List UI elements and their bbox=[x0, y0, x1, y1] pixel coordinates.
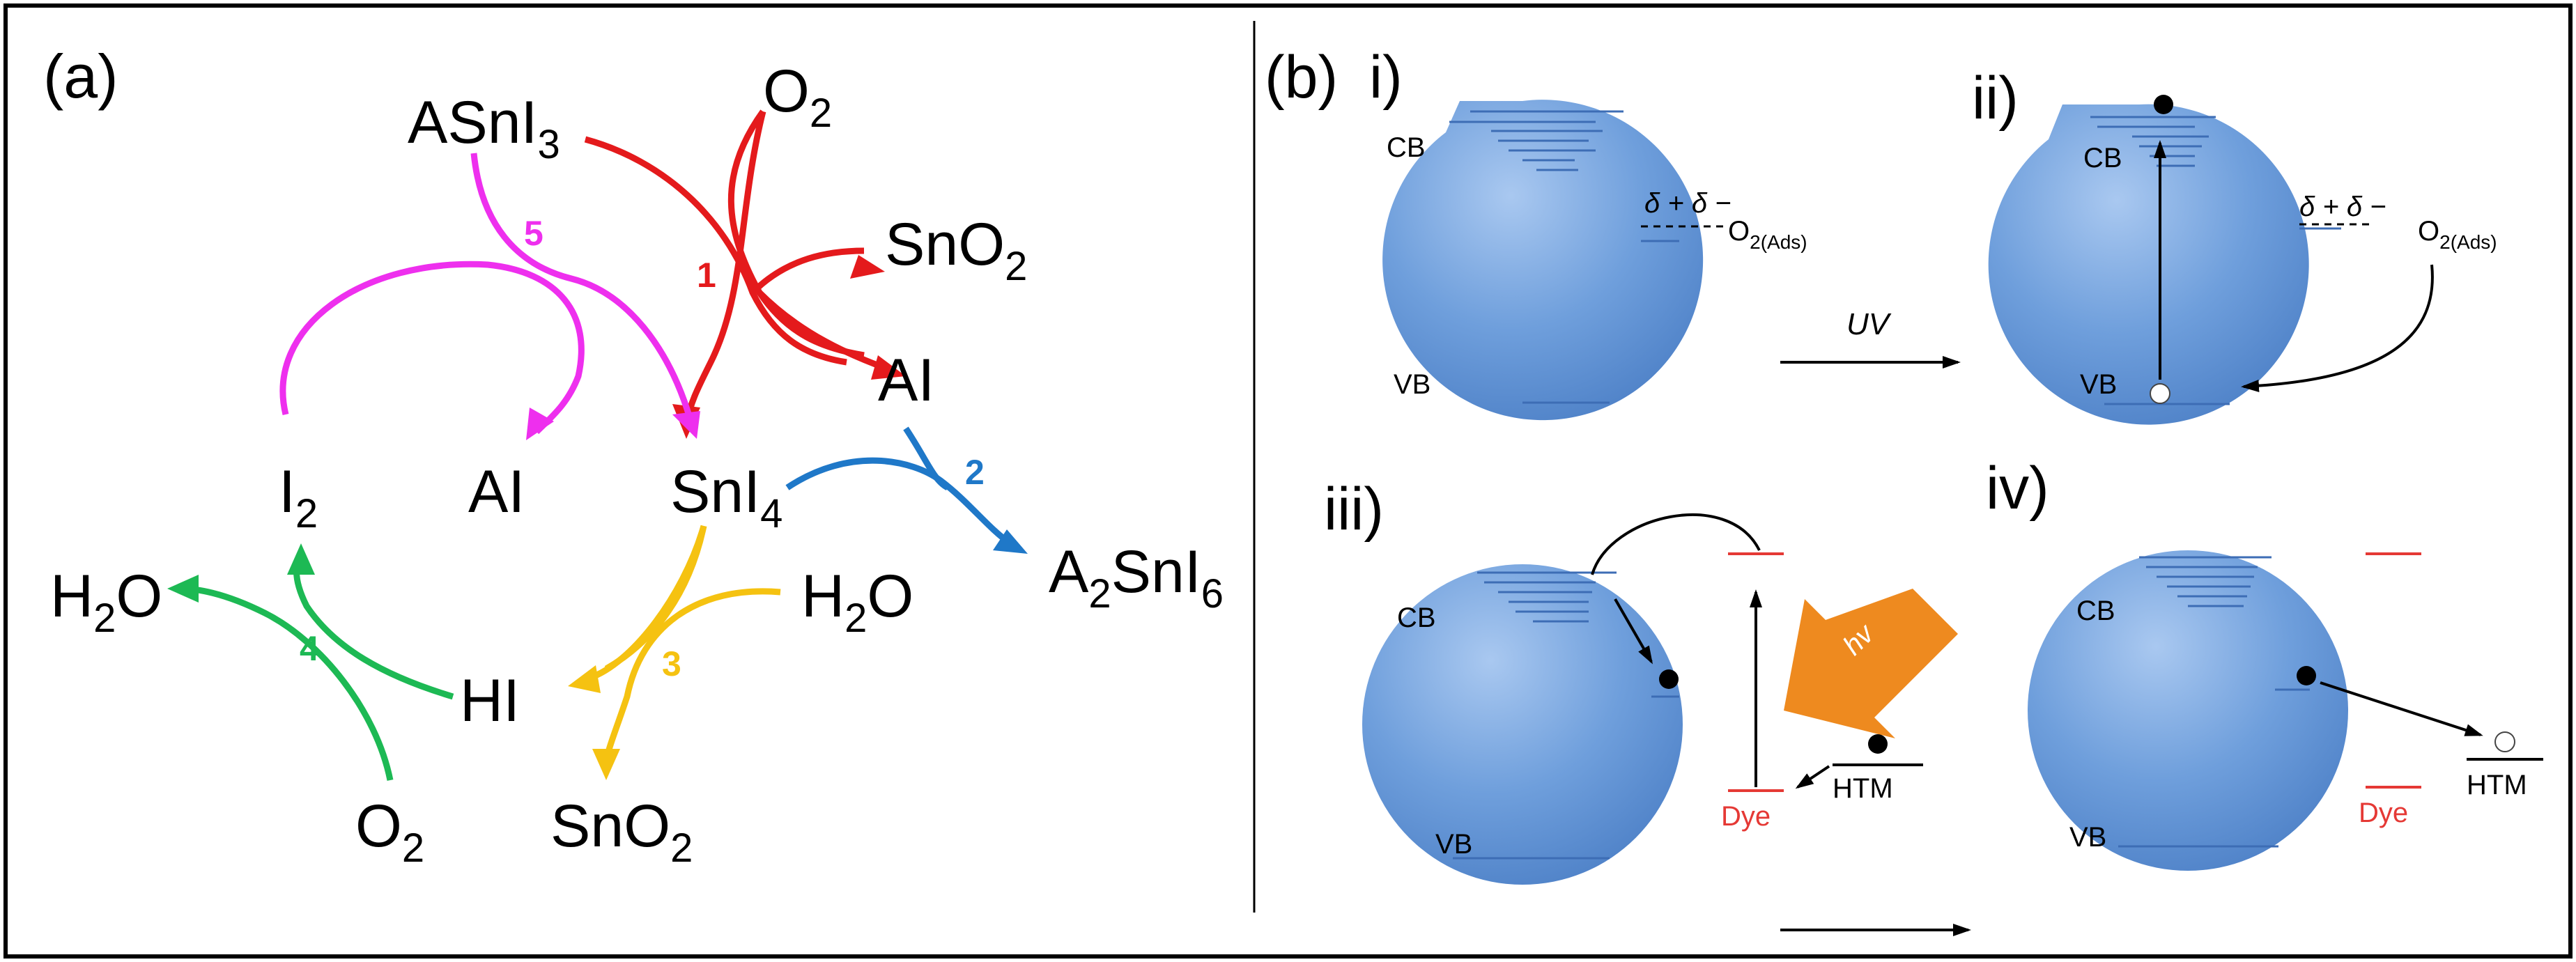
label-sni4: SnI4 bbox=[670, 458, 782, 536]
sphere-iv: CB VB bbox=[2028, 550, 2483, 871]
label-ai-center: AI bbox=[468, 458, 525, 525]
vb-label-iii: VB bbox=[1435, 829, 1472, 860]
reaction-5-arrows bbox=[279, 153, 693, 435]
panel-a-label: (a) bbox=[43, 42, 118, 111]
reaction-number-2: 2 bbox=[965, 453, 985, 492]
cb-label-iii: CB bbox=[1397, 603, 1436, 633]
reaction-4-arrows bbox=[180, 555, 454, 781]
panel-b: (b) i) ii) iii) iv) CB δ + δ − O2(Ads) V bbox=[1265, 44, 2543, 936]
reaction-number-4: 4 bbox=[300, 629, 319, 668]
electron-htm-iii bbox=[1868, 734, 1888, 754]
htm-iii: HTM bbox=[1795, 734, 1923, 804]
label-sno2-top: SnO2 bbox=[885, 211, 1027, 289]
reaction-3-arrowheads bbox=[568, 665, 620, 780]
dye-label-iv: Dye bbox=[2359, 798, 2408, 828]
o2ads-label-ii: O2(Ads) bbox=[2418, 216, 2497, 253]
delta-label-i: δ + δ − bbox=[1644, 188, 1732, 219]
reaction-4-arrowheads bbox=[167, 543, 315, 603]
label-o2-top: O2 bbox=[763, 58, 832, 136]
label-i2: I2 bbox=[279, 458, 318, 536]
label-asni3: ASnI3 bbox=[408, 89, 560, 167]
cb-label-iv: CB bbox=[2076, 596, 2115, 626]
sub-label-iii: iii) bbox=[1324, 476, 1384, 543]
sub-label-i: i) bbox=[1369, 44, 1403, 111]
label-hi: HI bbox=[460, 667, 520, 734]
vb-label-iv: VB bbox=[2069, 822, 2106, 853]
label-o2-bottom: O2 bbox=[355, 793, 424, 871]
cb-label-ii: CB bbox=[2083, 143, 2122, 173]
species-labels: ASnI3 O2 SnO2 AI SnI4 AI I2 A2SnI6 H2O H… bbox=[50, 58, 1224, 871]
hole-ii bbox=[2150, 383, 2170, 404]
dye-label-iii: Dye bbox=[1721, 801, 1771, 832]
reaction-number-1: 1 bbox=[697, 256, 716, 295]
reaction-2-arrow bbox=[785, 426, 1028, 554]
hv-arrow: hv bbox=[1784, 589, 1958, 738]
sub-label-iv: iv) bbox=[1986, 455, 2049, 522]
panel-b-label: (b) bbox=[1265, 44, 1338, 111]
dye-iii: Dye bbox=[1721, 552, 1784, 832]
electron-iv bbox=[2297, 666, 2316, 685]
panel-a: (a) 1 5 2 bbox=[43, 42, 1224, 871]
reaction-1-arrows bbox=[584, 109, 890, 426]
sub-label-ii: ii) bbox=[1972, 65, 2019, 132]
dye-iv: Dye bbox=[2359, 552, 2421, 828]
label-sno2-bottom: SnO2 bbox=[550, 793, 693, 871]
reaction-5-arrowheads bbox=[526, 408, 700, 440]
label-h2o-right: H2O bbox=[801, 563, 913, 641]
hole-htm-iv bbox=[2494, 731, 2515, 752]
electron-ii bbox=[2154, 95, 2173, 114]
label-h2o-left: H2O bbox=[50, 563, 162, 641]
reaction-3-arrows bbox=[584, 525, 781, 767]
uv-label: UV bbox=[1846, 307, 1892, 341]
label-a2sni6: A2SnI6 bbox=[1049, 538, 1224, 616]
reaction-number-5: 5 bbox=[524, 214, 543, 253]
label-ai-right: AI bbox=[878, 347, 934, 414]
electron-iii bbox=[1659, 669, 1679, 689]
vb-label-ii: VB bbox=[2080, 369, 2117, 400]
sphere-iii: CB VB bbox=[1362, 513, 1761, 885]
uv-arrow: UV bbox=[1780, 307, 1961, 368]
figure-border bbox=[3, 3, 2573, 959]
delta-label-ii: δ + δ − bbox=[2299, 192, 2386, 222]
htm-label-iii: HTM bbox=[1833, 773, 1893, 804]
cb-label-i: CB bbox=[1387, 132, 1426, 163]
htm-iv: HTM bbox=[2467, 731, 2543, 800]
sphere-ii: CB δ + δ − O2(Ads) VB bbox=[1988, 95, 2497, 425]
o2ads-label-i: O2(Ads) bbox=[1728, 216, 1807, 253]
vb-label-i: VB bbox=[1394, 369, 1430, 400]
htm-label-iv: HTM bbox=[2467, 770, 2527, 800]
reaction-number-3: 3 bbox=[662, 644, 681, 683]
sphere-i: CB δ + δ − O2(Ads) VB bbox=[1382, 100, 1807, 421]
